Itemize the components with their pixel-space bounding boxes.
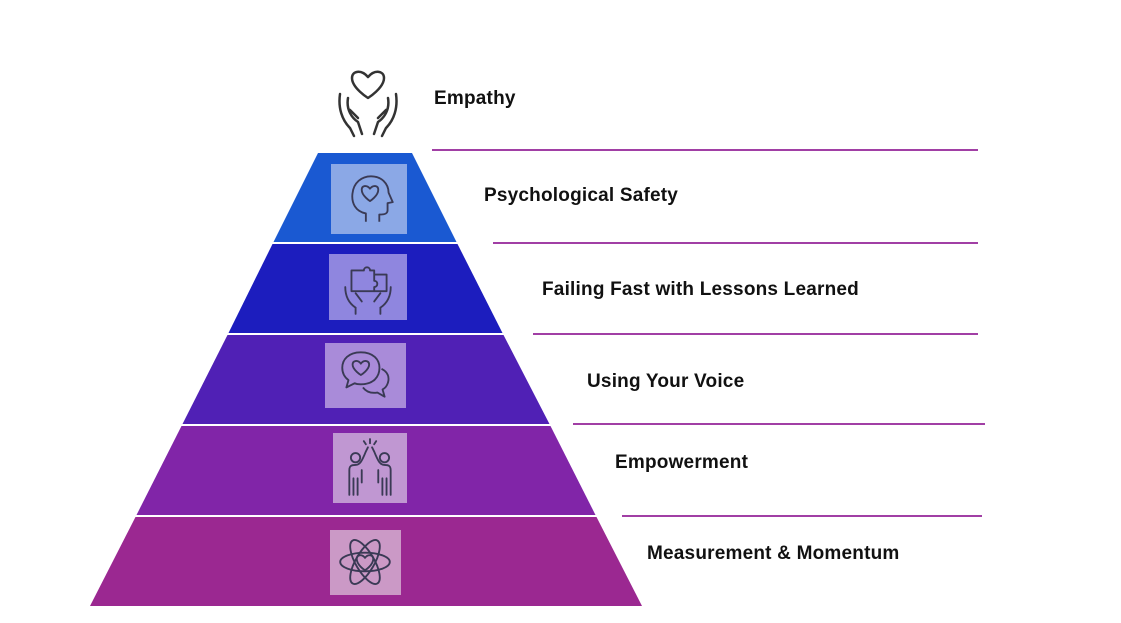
label-measurement-momentum: Measurement & Momentum (647, 543, 900, 564)
label-using-your-voice: Using Your Voice (587, 371, 745, 392)
icon-box-using-your-voice (325, 343, 406, 408)
label-failing-fast: Failing Fast with Lessons Learned (542, 279, 859, 300)
label-empathy: Empathy (434, 88, 516, 109)
label-psychological-safety: Psychological Safety (484, 185, 679, 206)
icon-box-empowerment (333, 433, 407, 503)
label-empowerment: Empowerment (615, 452, 749, 473)
icon-box-failing-fast (329, 254, 407, 320)
rule-lines (432, 149, 985, 517)
icon-box-psychological-safety (331, 164, 407, 234)
heart-in-hands-icon (338, 70, 398, 138)
tier-separators (133, 242, 599, 517)
